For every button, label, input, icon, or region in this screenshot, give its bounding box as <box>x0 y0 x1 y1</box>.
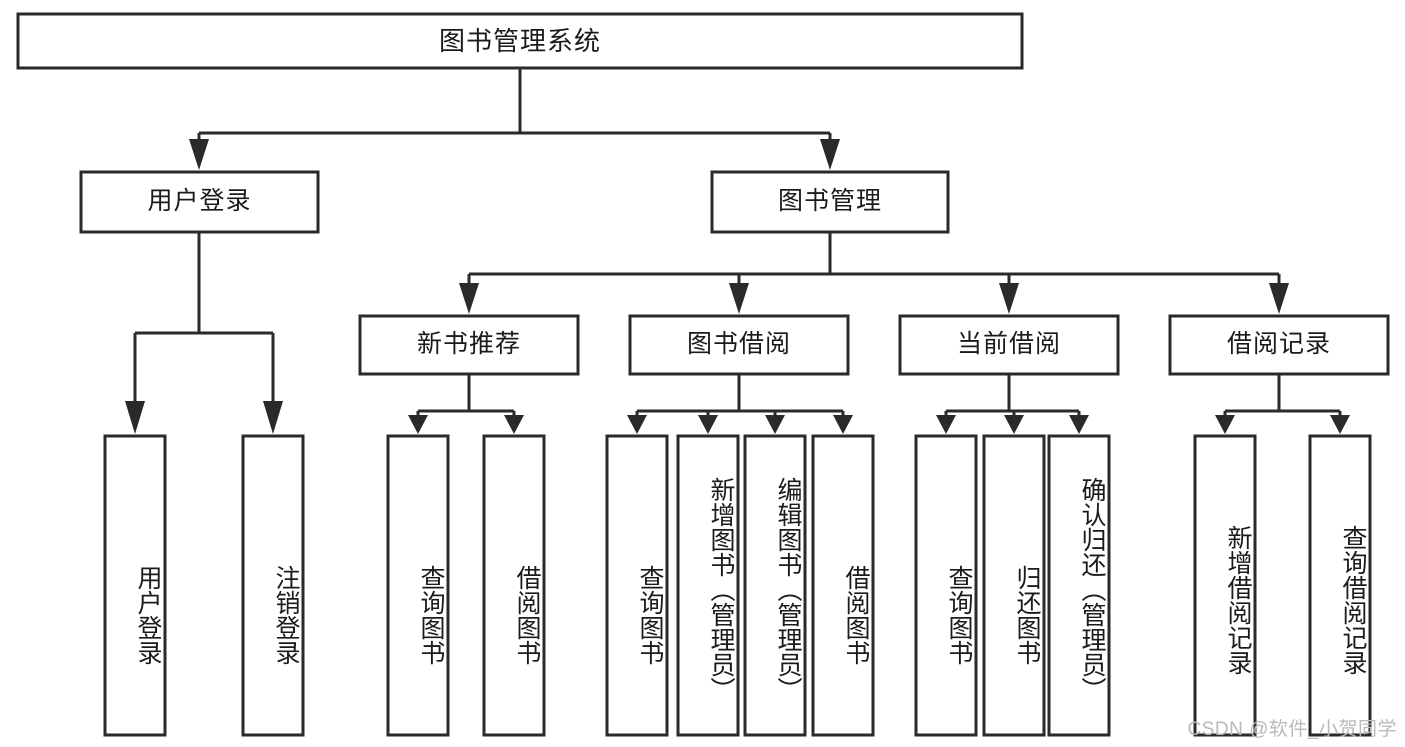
arrow-login-leaf-2 <box>263 401 283 434</box>
box-user-login[interactable] <box>79 170 320 234</box>
leaf-label-query-book-3: 查询图书 <box>945 565 973 665</box>
node-label-book-management: 图书管理 <box>777 187 882 216</box>
leaf-label-query-book-2: 查询图书 <box>636 565 664 665</box>
leaf-label-confirm-return: 确认归还（管理员） <box>1078 476 1106 702</box>
arrow-root-to-login <box>189 139 209 170</box>
leaf-box-user-login[interactable] <box>103 434 167 737</box>
leaf-box-borrow-book-2[interactable] <box>811 434 875 737</box>
leaf-box-confirm-return[interactable] <box>1047 434 1111 737</box>
leaf-box-query-book-1[interactable] <box>386 434 450 737</box>
page-title: 图书管理系统 <box>438 25 601 56</box>
arrow-current-leaf-2 <box>1004 415 1024 434</box>
edge-group-book-borrow <box>627 374 853 434</box>
leaf-label-return-book: 归还图书 <box>1013 565 1041 665</box>
node-label-user-login: 用户登录 <box>147 187 252 216</box>
leaf-box-query-book-2[interactable] <box>605 434 669 737</box>
arrow-mgmt-to-new-book <box>459 283 479 314</box>
leaf-box-logout[interactable] <box>241 434 305 737</box>
leaf-label-user-login: 用户登录 <box>134 565 162 665</box>
arrow-borrow-leaf-3 <box>765 415 785 434</box>
edge-group-borrow-record <box>1215 374 1350 434</box>
arrow-record-leaf-1 <box>1215 415 1235 434</box>
arrow-record-leaf-2 <box>1330 415 1350 434</box>
arrow-current-leaf-3 <box>1069 415 1089 434</box>
arrow-mgmt-to-record <box>1269 283 1289 314</box>
leaf-box-query-record[interactable] <box>1308 434 1372 737</box>
leaf-label-logout: 注销登录 <box>272 565 300 665</box>
leaf-boxes <box>103 434 1372 737</box>
arrow-newbook-leaf-2 <box>504 415 524 434</box>
edge-group-user-login <box>125 232 283 434</box>
box-root[interactable] <box>16 12 1024 70</box>
node-label-new-book-recommend: 新书推荐 <box>416 330 521 359</box>
arrow-login-leaf-1 <box>125 401 145 434</box>
arrow-newbook-leaf-1 <box>408 415 428 434</box>
watermark: CSDN @软件_小贺同学 <box>1187 719 1397 740</box>
arrow-borrow-leaf-1 <box>627 415 647 434</box>
node-label-borrow-record: 借阅记录 <box>1226 330 1331 359</box>
leaf-box-return-book[interactable] <box>982 434 1046 737</box>
arrow-borrow-leaf-4 <box>833 415 853 434</box>
node-label-book-borrow: 图书借阅 <box>686 330 791 359</box>
leaf-label-query-book-1: 查询图书 <box>417 565 445 665</box>
leaf-box-add-book[interactable] <box>676 434 740 737</box>
arrow-borrow-leaf-2 <box>698 415 718 434</box>
leaf-box-edit-book[interactable] <box>743 434 807 737</box>
node-boxes <box>16 12 1390 376</box>
box-new-book-recommend[interactable] <box>358 314 580 376</box>
node-label-current-borrow: 当前借阅 <box>956 330 1061 359</box>
edge-group-current-borrow <box>936 374 1089 434</box>
box-current-borrow[interactable] <box>898 314 1120 376</box>
leaf-label-edit-book: 编辑图书（管理员） <box>774 476 802 702</box>
arrow-mgmt-to-current <box>999 283 1019 314</box>
arrow-root-to-mgmt <box>820 139 840 170</box>
leaf-box-query-book-3[interactable] <box>914 434 978 737</box>
leaf-label-add-record: 新增借阅记录 <box>1224 525 1252 675</box>
leaf-box-borrow-book-1[interactable] <box>482 434 546 737</box>
leaf-label-add-book: 新增图书（管理员） <box>707 476 735 702</box>
leaf-label-borrow-book-1: 借阅图书 <box>513 565 541 665</box>
leaf-label-borrow-book-2: 借阅图书 <box>842 565 870 665</box>
edge-group-new-book-recommend <box>408 374 524 434</box>
arrow-current-leaf-1 <box>936 415 956 434</box>
arrow-mgmt-to-borrow <box>729 283 749 314</box>
leaf-label-query-record: 查询借阅记录 <box>1339 525 1367 675</box>
edge-group-root <box>189 68 840 170</box>
leaf-box-add-record[interactable] <box>1193 434 1257 737</box>
edge-group-book-management <box>459 232 1289 314</box>
